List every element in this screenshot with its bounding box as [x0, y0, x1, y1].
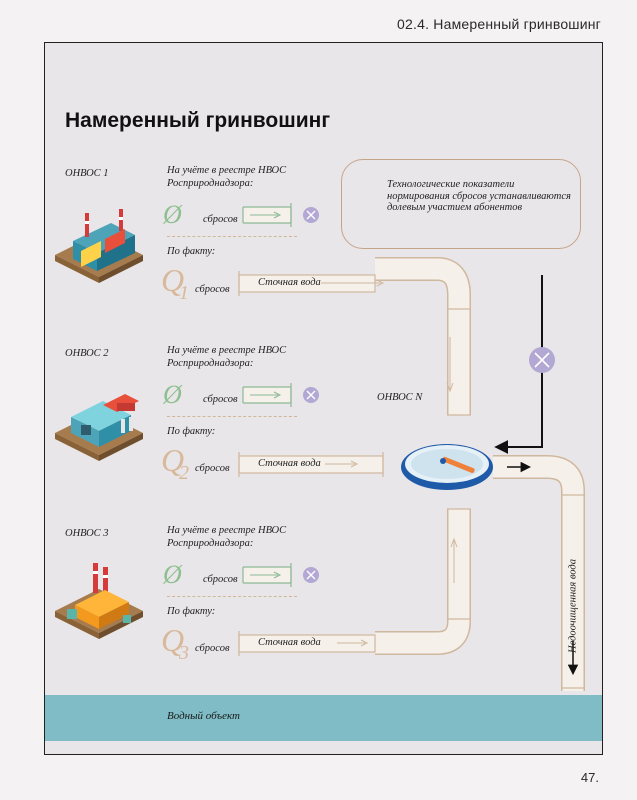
registry-unit: сбросов	[203, 214, 238, 225]
registry-symbol: Ø	[163, 560, 182, 589]
registry-label: На учёте в реестре НВОС Росприроднадзора…	[167, 525, 287, 549]
source-name: ОНВОС 2	[65, 348, 109, 359]
registry-symbol: Ø	[163, 380, 182, 409]
registry-symbol: Ø	[163, 200, 182, 229]
registry-unit: сбросов	[203, 574, 238, 585]
actual-pipe-3	[238, 631, 376, 656]
plant-icon	[55, 394, 143, 461]
actual-symbol: Q	[161, 442, 185, 478]
registry-pipe-1	[242, 203, 292, 227]
pipe-label: Сточная вода	[258, 637, 321, 648]
water-body-label: Водный объект	[167, 710, 240, 722]
registry-pipe-3	[242, 563, 292, 587]
section-title: 02.4. Намеренный гринвошинг	[397, 16, 601, 32]
actual-index: 3	[179, 642, 189, 664]
actual-unit: сбросов	[195, 284, 230, 295]
blocked-icon	[529, 347, 555, 373]
pipe-label: Сточная вода	[258, 458, 321, 469]
callout-box	[341, 159, 581, 249]
separator	[167, 596, 297, 597]
factory-icon	[55, 209, 143, 283]
diagram-title: Намеренный гринвошинг	[65, 109, 331, 132]
separator	[167, 236, 297, 237]
callout-text: Технологические показатели нормирования …	[387, 179, 571, 213]
block-icon-2	[303, 387, 319, 403]
treatment-basin-icon	[401, 444, 493, 490]
refinery-icon	[55, 563, 143, 639]
block-icon-1	[303, 207, 319, 223]
pipe-label: Сточная вода	[258, 277, 321, 288]
actual-label: По факту:	[167, 606, 216, 617]
actual-index: 1	[179, 282, 189, 304]
registry-pipe-2	[242, 383, 292, 407]
actual-unit: сбросов	[195, 643, 230, 654]
registry-label: На учёте в реестре НВОС Росприроднадзора…	[167, 165, 287, 189]
actual-index: 2	[179, 462, 189, 484]
actual-label: По факту:	[167, 246, 216, 257]
central-source-label: ОНВОС N	[377, 392, 423, 403]
main-pipe-top	[375, 257, 471, 416]
output-label: Недоочищенная вода	[567, 559, 579, 653]
diagram-frame: Намеренный гринвошинг Технологические по…	[44, 42, 603, 755]
actual-symbol: Q	[161, 262, 185, 298]
registry-label: На учёте в реестре НВОС Росприроднадзора…	[167, 345, 287, 369]
main-pipe-bottom	[375, 508, 471, 655]
actual-symbol: Q	[161, 622, 185, 658]
separator	[167, 416, 297, 417]
bypass-arrow	[494, 275, 543, 454]
diagram-drawing	[55, 203, 585, 691]
actual-unit: сбросов	[195, 463, 230, 474]
water-body	[45, 695, 602, 741]
actual-label: По факту:	[167, 426, 216, 437]
registry-unit: сбросов	[203, 394, 238, 405]
outlet-pipe	[493, 455, 585, 691]
actual-pipe-1	[238, 271, 385, 296]
actual-pipe-2	[238, 452, 384, 477]
page-number: 47.	[580, 770, 599, 785]
source-name: ОНВОС 1	[65, 168, 109, 179]
source-name: ОНВОС 3	[65, 528, 109, 539]
block-icon-3	[303, 567, 319, 583]
